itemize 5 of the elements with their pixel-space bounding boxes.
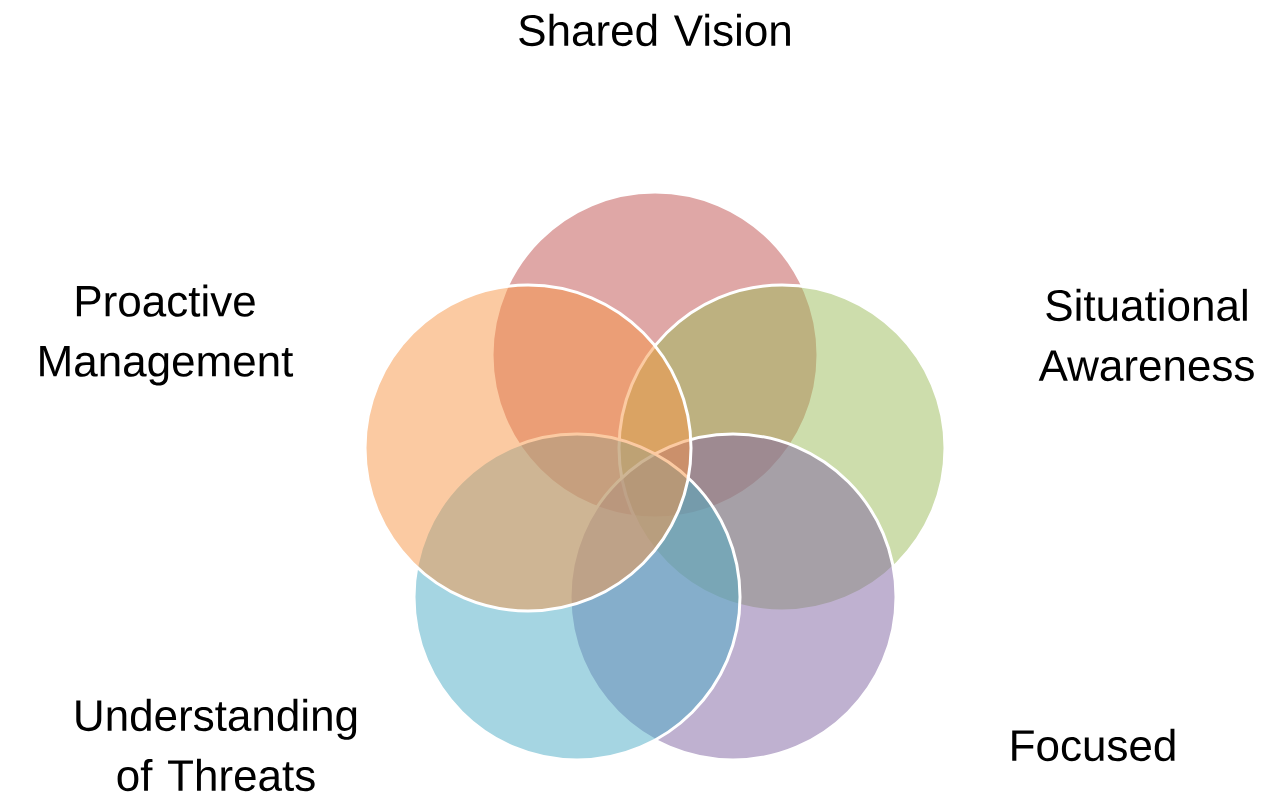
circle-label: Proactive Management: [40, 284, 294, 386]
circle-label: Understanding of Threats: [76, 698, 357, 792]
circle-label: Situational Awareness: [1038, 288, 1254, 382]
circle-label: Shared Vision: [519, 13, 790, 47]
circle-label: Focused: [1012, 728, 1175, 762]
